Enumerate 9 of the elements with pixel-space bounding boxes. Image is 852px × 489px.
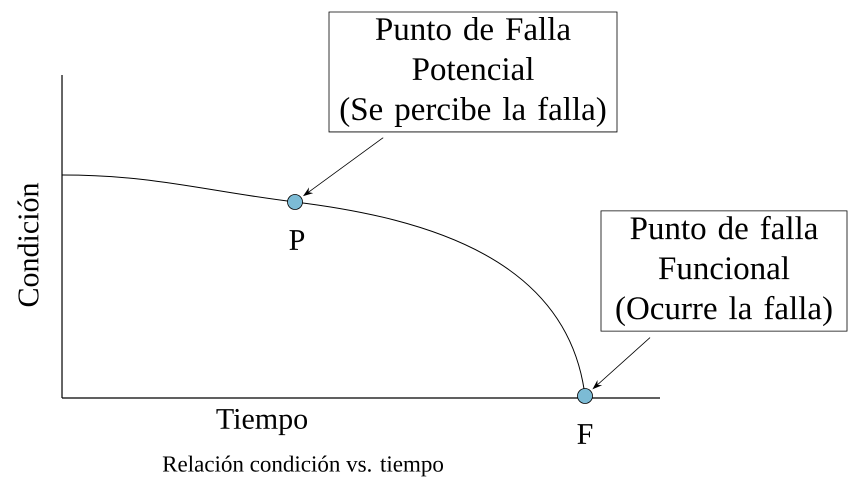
axis-label: Tiempo xyxy=(216,408,308,436)
point-marker xyxy=(287,194,303,210)
axis-label: Condición xyxy=(17,182,39,306)
caption: Relación condición vs. tiempo xyxy=(162,456,444,476)
point-label: F xyxy=(578,424,592,444)
callout-box: Punto de Falla Potencial (Se percibe la falla) xyxy=(328,12,618,132)
point-label: P xyxy=(290,230,304,250)
callout-box: Punto de falla Funcional (Ocurre la falla) xyxy=(600,210,848,332)
point-marker xyxy=(577,388,593,404)
